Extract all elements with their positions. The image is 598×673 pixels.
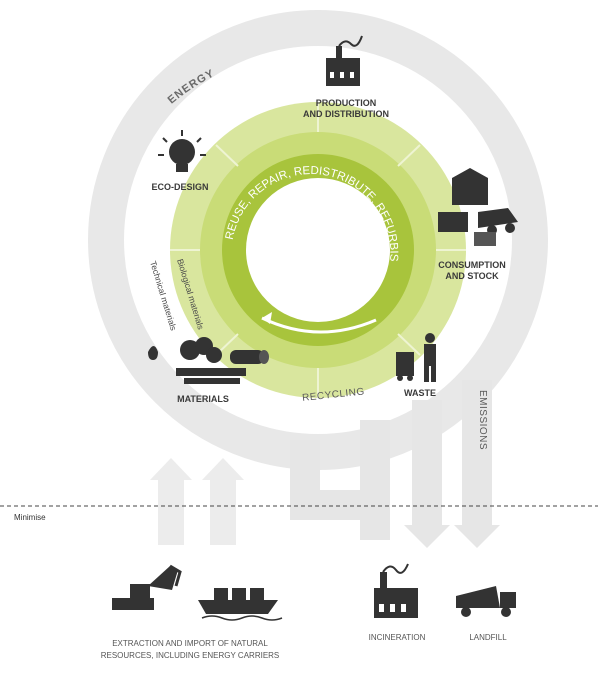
ship-icon [198,588,283,621]
production-label-2: AND DISTRIBUTION [303,109,389,119]
energy-loop [88,10,548,548]
lightbulb-icon [158,130,206,172]
emissions-label: EMISSIONS [477,390,488,450]
incineration-factory-icon [374,563,418,618]
materials-icon [148,337,269,384]
lifecycle-ring [170,102,466,398]
waste-bin-icon [396,333,436,382]
factory-icon [326,35,363,86]
production-label-1: PRODUCTION [316,98,377,108]
extraction-label-2: RESOURCES, INCLUDING ENERGY CARRIERS [101,651,280,660]
waste-label: WASTE [404,388,436,398]
excavator-icon [112,564,182,610]
dump-truck-icon [456,586,516,617]
landfill-label: LANDFILL [469,633,507,642]
incineration-label: INCINERATION [369,633,426,642]
consumption-label-2: AND STOCK [445,271,499,281]
extraction-label-1: EXTRACTION AND IMPORT OF NATURAL [112,639,268,648]
consumption-icon [438,168,518,246]
materials-label: MATERIALS [177,394,229,404]
eco-design-label: ECO-DESIGN [151,182,208,192]
consumption-label-1: CONSUMPTION [438,260,506,270]
minimise-label: Minimise [14,513,46,522]
